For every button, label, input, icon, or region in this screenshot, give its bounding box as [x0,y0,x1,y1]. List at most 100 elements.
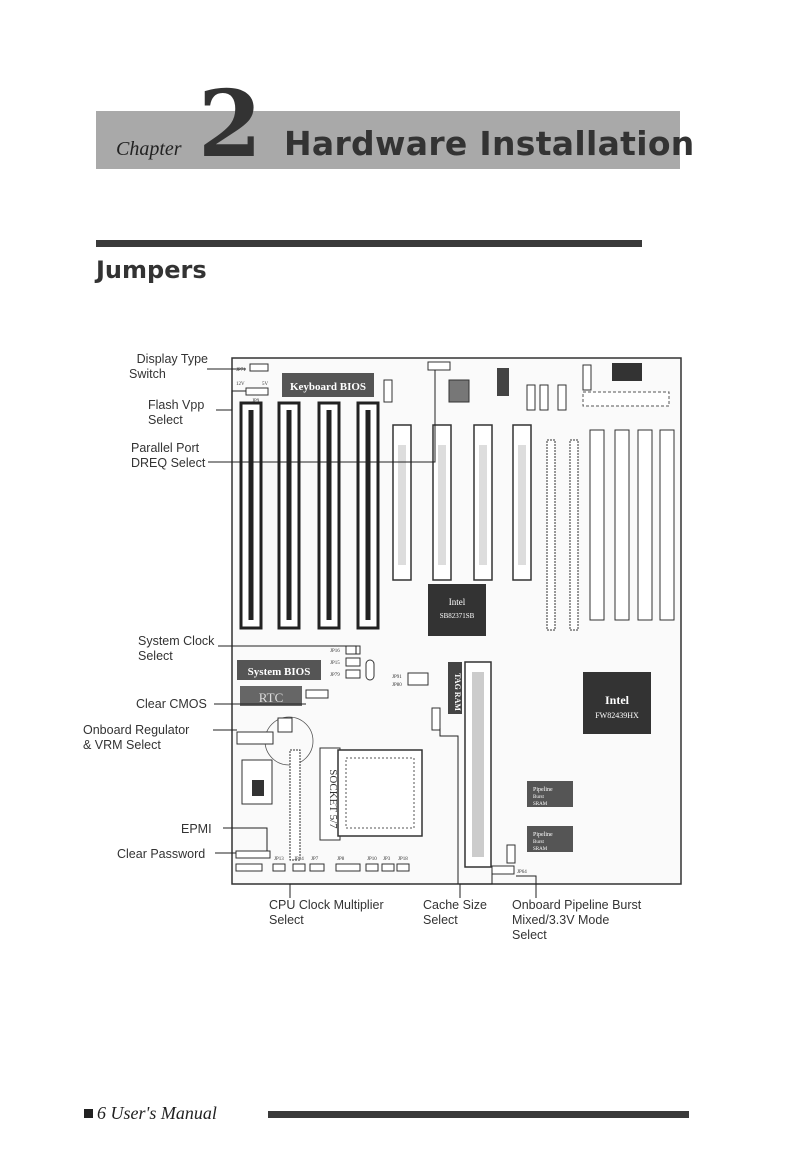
jumper-block-a [526,384,536,411]
leader-lines [207,368,537,898]
section-title: Jumpers [96,256,207,284]
southbridge-label-2: SB82371SB [440,612,475,620]
jp7-jumper [309,863,325,872]
left-slots [239,401,380,630]
jp71-label: JP71 [236,368,246,373]
jp79-label: JP79 [330,673,340,678]
callout-clear-cmos: Clear CMOS [136,697,207,711]
rtc-chip [240,686,302,706]
footer-rule [268,1111,689,1118]
jp-mixed-vertical [506,844,516,864]
v5-label: 5V [262,382,269,387]
jp-reg-a [277,717,293,733]
jp14-jumper [292,863,306,872]
battery [365,659,375,681]
ide-header-2 [569,439,579,631]
southbridge-label-1: Intel [449,597,466,607]
jp79-jumper [345,669,361,679]
parallel-dreq-jumper [427,361,451,371]
sram-chip-1-line-3: SRAM [533,802,548,807]
sram-chip-2-line-3: SRAM [533,847,548,852]
jp15-jumper [345,657,361,667]
sram-chip-1-line-1: Pipeline [533,787,553,793]
section-rule [96,240,642,247]
chapter-word: Chapter [116,138,182,160]
jp9-jumper [245,387,269,396]
jp91-jumper [407,672,429,686]
chapter-title: Hardware Installation [284,124,695,163]
jp71-jumper [249,363,269,372]
clear-password-jumper [235,850,271,859]
chapter-number: 2 [198,70,263,178]
v12-label: 12V [236,382,245,387]
jumper-block-d [582,364,592,391]
jp15-label: JP15 [330,661,340,666]
jp-small-vertical [383,379,393,403]
jp14-label: JP14 [294,857,304,862]
southbridge-chip [428,584,486,636]
jp7-label: JP7 [311,857,319,862]
rtc-label: RTC [259,690,284,705]
jumper-block-b [539,384,549,411]
jp80-label: JP80 [392,683,402,688]
jp18-jumper [396,863,410,872]
sram-chip-1-line-2: Burst [533,795,544,800]
callout-system-clock: System Clock Select [138,634,215,663]
jp10-jumper [365,863,379,872]
tag-ram-jumper [431,707,441,731]
callout-clear-password: Clear Password [117,847,206,861]
sram-chip-2-line-2: Burst [533,840,544,845]
ide-header-1 [546,439,556,631]
sram-chip-2 [527,826,573,852]
jp3-jumper [381,863,395,872]
left-header-vertical [289,749,301,861]
sram-chip-2-line-1: Pipeline [533,832,553,838]
callout-onboard-regulator: Onboard Regulator & VRM Select [83,723,190,752]
system-bios-label: System BIOS [248,666,311,678]
callout-display-type: Display Type Switch [129,352,208,381]
jp3-label: JP3 [383,857,391,862]
tag-ram-chip [448,662,462,714]
callout-epmi: EPMI [181,822,212,836]
top-right-header [582,391,670,407]
vrm-jumpers [236,731,274,745]
top-chip [448,379,470,403]
callout-cache-size: Cache Size Select [423,898,487,927]
footer-page-label: 6 User's Manual [84,1103,217,1124]
tag-ram-label: TAG RAM [453,673,462,711]
socket-label: SOCKET 5/7 [327,769,339,829]
jp91-label: JP91 [392,675,402,680]
callout-pipeline-burst: Onboard Pipeline Burst Mixed/3.3V Mode S… [512,898,642,942]
northbridge-label-1: Intel [605,693,630,707]
keyboard-bios-label: Keyboard BIOS [290,381,366,393]
jp18-label: JP18 [398,857,408,862]
jumper-block-c [557,384,567,411]
jp64-jumper [491,865,515,875]
footer-bullet-icon [84,1109,93,1118]
jp63-jumper [235,863,263,872]
jp64-label: JP64 [517,870,527,875]
northbridge-label-2: FW82439HX [595,711,639,720]
pci-slots [392,424,532,581]
callout-parallel-port: Parallel Port DREQ Select [131,441,206,470]
power-connector [612,363,642,381]
sram-chip-1 [527,781,573,807]
cpu-socket [337,749,423,837]
board-outline [231,357,682,885]
jp13-jumper [272,863,286,872]
jp8-label: JP8 [337,857,345,862]
keyboard-bios-chip [282,373,374,397]
callout-flash-vpp: Flash Vpp Select [148,398,205,427]
jp13-label: JP13 [274,857,284,862]
jp8-jumper [335,863,361,872]
jp16-label: JP16 [330,649,340,654]
simm-slots [589,429,675,621]
top-small-chip [497,368,509,396]
northbridge-chip [583,672,651,734]
callout-cpu-multiplier: CPU Clock Multiplier Select [269,898,384,927]
chapter-banner [96,111,680,169]
jp10-label: JP10 [367,857,377,862]
system-bios-chip [237,660,321,680]
jp16-jumper [345,645,361,655]
